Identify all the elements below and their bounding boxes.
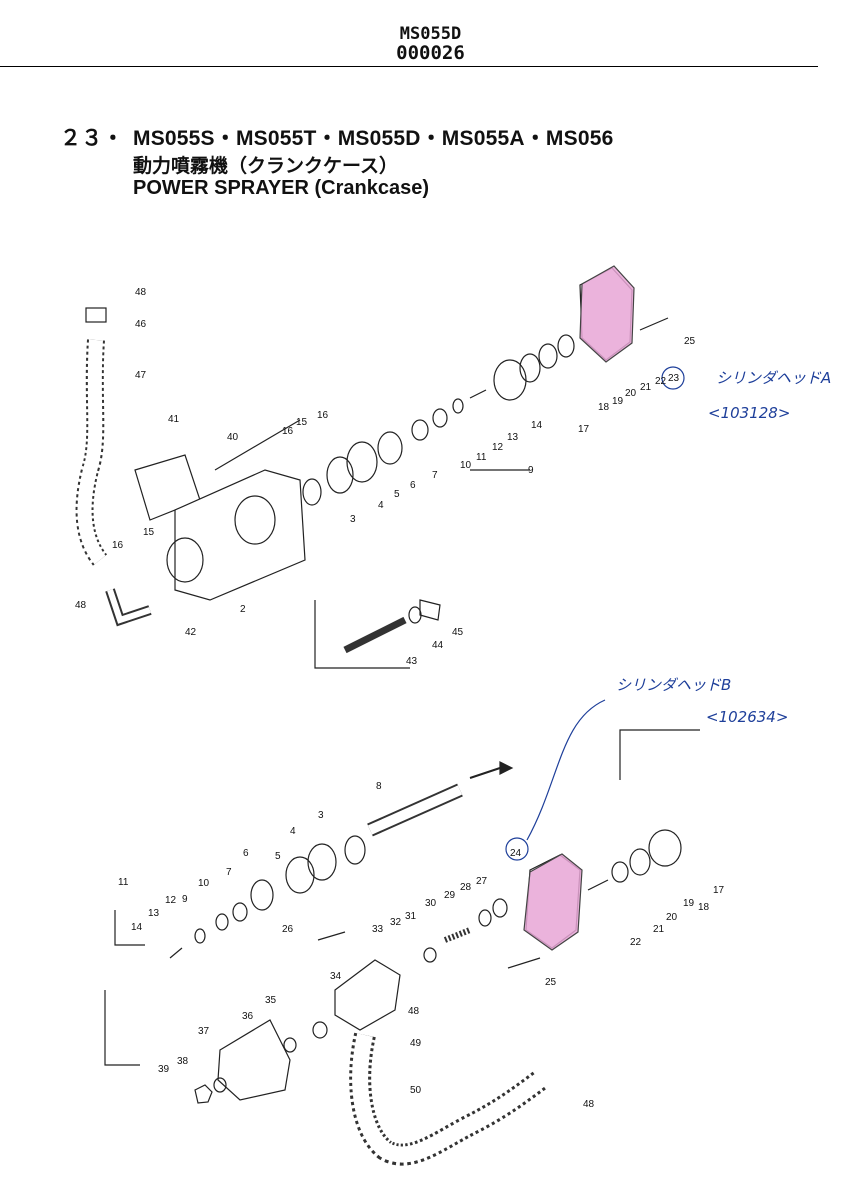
upper-callout-45: 45 bbox=[452, 627, 464, 638]
lower-callout-10: 10 bbox=[198, 878, 210, 889]
cylinder-head-b-highlight bbox=[523, 853, 583, 951]
lower-callout-8: 8 bbox=[376, 781, 382, 792]
lower-callout-39: 39 bbox=[158, 1064, 170, 1075]
model-list: MS055S・MS055T・MS055D・MS055A・MS056 bbox=[133, 127, 614, 150]
lower-callout-21: 21 bbox=[653, 924, 665, 935]
header-rule bbox=[0, 66, 818, 67]
upper-callout-16: 16 bbox=[112, 540, 124, 551]
upper-callout-3: 3 bbox=[350, 514, 356, 525]
upper-callout-14: 14 bbox=[531, 420, 543, 431]
upper-callout-15: 15 bbox=[296, 417, 308, 428]
upper-callout-4: 4 bbox=[378, 500, 384, 511]
lower-callout-34: 34 bbox=[330, 971, 342, 982]
upper-callout-5: 5 bbox=[394, 489, 400, 500]
ink-leader bbox=[526, 699, 606, 841]
lower-callout-48: 48 bbox=[583, 1099, 595, 1110]
lower-callout-50: 50 bbox=[410, 1085, 422, 1096]
document-number: 000026 bbox=[396, 42, 465, 64]
lower-callout-27: 27 bbox=[476, 876, 488, 887]
lower-callout-35: 35 bbox=[265, 995, 277, 1006]
lower-callout-49: 49 bbox=[410, 1038, 422, 1049]
lower-callout-24: 24 bbox=[510, 848, 522, 859]
upper-callout-11: 11 bbox=[476, 452, 487, 463]
head-b-note: シリンダヘッドB bbox=[616, 676, 731, 694]
lower-callout-9: 9 bbox=[182, 894, 188, 905]
cylinder-head-a-highlight bbox=[579, 265, 635, 363]
upper-callout-7: 7 bbox=[432, 470, 438, 481]
lower-callout-29: 29 bbox=[444, 890, 456, 901]
head-a-code: <103128> bbox=[708, 404, 790, 422]
lower-callout-13: 13 bbox=[148, 908, 160, 919]
upper-callout-48: 48 bbox=[75, 600, 87, 611]
lower-callout-20: 20 bbox=[666, 912, 678, 923]
lower-assembly bbox=[104, 729, 700, 1166]
upper-callout-15: 15 bbox=[143, 527, 155, 538]
head-b-code: <102634> bbox=[706, 708, 788, 726]
upper-callout-9: 9 bbox=[528, 465, 534, 476]
section-title: ２３・ MS055S・MS055T・MS055D・MS055A・MS056 bbox=[60, 122, 613, 152]
japanese-title: 動力噴霧機（クランクケース） bbox=[133, 155, 399, 177]
head-a-note: シリンダヘッドA bbox=[716, 369, 831, 387]
upper-callout-17: 17 bbox=[578, 424, 590, 435]
lower-callout-5: 5 bbox=[275, 851, 281, 862]
upper-callout-18: 18 bbox=[598, 402, 610, 413]
section-number: ２３・ bbox=[60, 127, 124, 150]
lower-callout-14: 14 bbox=[131, 922, 143, 933]
upper-callout-16: 16 bbox=[317, 410, 329, 421]
lower-callout-4: 4 bbox=[290, 826, 296, 837]
lower-callout-32: 32 bbox=[390, 917, 402, 928]
upper-callout-20: 20 bbox=[625, 388, 637, 399]
upper-callout-42: 42 bbox=[185, 627, 197, 638]
lower-callout-25: 25 bbox=[545, 977, 557, 988]
ink-circle-23 bbox=[661, 366, 685, 390]
lower-callout-18: 18 bbox=[698, 902, 710, 913]
upper-callout-25: 25 bbox=[684, 336, 696, 347]
upper-callout-43: 43 bbox=[406, 656, 418, 667]
lower-callout-48: 48 bbox=[408, 1006, 420, 1017]
lower-callout-31: 31 bbox=[405, 911, 417, 922]
lower-callout-38: 38 bbox=[177, 1056, 189, 1067]
upper-callouts: 4846474140161516151648422345671011121314… bbox=[75, 287, 696, 667]
upper-callout-10: 10 bbox=[460, 460, 472, 471]
upper-callout-44: 44 bbox=[432, 640, 444, 651]
upper-callout-23: 23 bbox=[668, 373, 680, 384]
lower-callout-11: 11 bbox=[118, 877, 129, 888]
upper-callout-16: 16 bbox=[282, 426, 294, 437]
hose-clamp-icon bbox=[85, 307, 107, 323]
upper-callout-2: 2 bbox=[240, 604, 246, 615]
pump-cover-icon bbox=[217, 1019, 291, 1101]
upper-callout-6: 6 bbox=[410, 480, 416, 491]
upper-callout-48: 48 bbox=[135, 287, 147, 298]
lower-callout-6: 6 bbox=[243, 848, 249, 859]
english-title: POWER SPRAYER (Crankcase) bbox=[133, 177, 430, 199]
lower-callout-37: 37 bbox=[198, 1026, 210, 1037]
document-code: MS055D bbox=[399, 24, 462, 44]
ink-circle-24 bbox=[505, 837, 529, 861]
lower-callout-19: 19 bbox=[683, 898, 695, 909]
lower-callout-12: 12 bbox=[165, 895, 177, 906]
upper-callout-19: 19 bbox=[612, 396, 624, 407]
upper-callout-46: 46 bbox=[135, 319, 147, 330]
upper-callout-21: 21 bbox=[640, 382, 652, 393]
lower-callout-36: 36 bbox=[242, 1011, 254, 1022]
lower-callout-3: 3 bbox=[318, 810, 324, 821]
upper-callout-40: 40 bbox=[227, 432, 239, 443]
lower-callout-7: 7 bbox=[226, 867, 232, 878]
lower-callout-33: 33 bbox=[372, 924, 384, 935]
lower-callout-17: 17 bbox=[713, 885, 725, 896]
lower-callout-26: 26 bbox=[282, 924, 294, 935]
upper-callout-41: 41 bbox=[168, 414, 180, 425]
lower-callout-28: 28 bbox=[460, 882, 472, 893]
upper-callout-13: 13 bbox=[507, 432, 519, 443]
lower-callout-22: 22 bbox=[630, 937, 642, 948]
upper-callout-22: 22 bbox=[655, 376, 667, 387]
upper-callout-47: 47 bbox=[135, 370, 147, 381]
lower-callout-30: 30 bbox=[425, 898, 437, 909]
upper-assembly bbox=[75, 267, 669, 669]
upper-callout-12: 12 bbox=[492, 442, 504, 453]
